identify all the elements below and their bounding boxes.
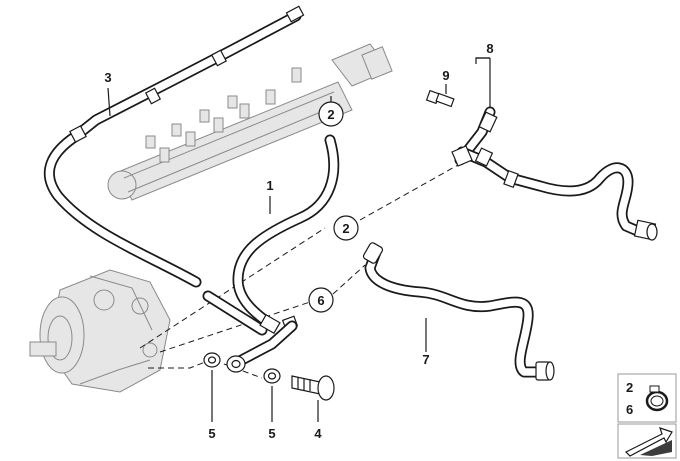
callout-5-left: 5 bbox=[208, 426, 215, 441]
callout-2-upper: 2 bbox=[318, 101, 344, 127]
legend-label-top: 2 bbox=[626, 380, 633, 395]
part-1-fuel-hose bbox=[202, 134, 340, 373]
direction-arrow-box bbox=[617, 423, 677, 459]
callout-3: 3 bbox=[104, 70, 111, 85]
callout-2-upper-label: 2 bbox=[327, 107, 334, 122]
fuel-rail bbox=[107, 43, 393, 201]
callout-2-mid: 2 bbox=[333, 215, 359, 241]
high-pressure-pump bbox=[29, 269, 171, 393]
callout-7: 7 bbox=[422, 352, 429, 367]
callout-6-label: 6 bbox=[317, 293, 324, 308]
arrow-icon bbox=[624, 427, 673, 457]
legend-clamp-box: 2 6 bbox=[617, 373, 677, 423]
part-3-leak-off-hose bbox=[43, 5, 305, 288]
leader-lines bbox=[139, 96, 459, 379]
part-4-banjo-bolt bbox=[291, 375, 335, 401]
part-5-washer-left bbox=[203, 352, 221, 368]
hose-clamp-icon bbox=[645, 385, 669, 412]
part-7-return-hose bbox=[362, 242, 555, 381]
part-8-fuel-line bbox=[451, 106, 658, 241]
callout-2-mid-label: 2 bbox=[342, 221, 349, 236]
part-5-washer-right bbox=[263, 368, 281, 384]
callout-1: 1 bbox=[266, 178, 273, 193]
callout-leaders bbox=[107, 57, 491, 422]
callout-6: 6 bbox=[308, 287, 334, 313]
callout-4: 4 bbox=[314, 426, 322, 441]
callout-8: 8 bbox=[486, 41, 493, 56]
part-9-screw bbox=[425, 89, 455, 108]
callout-5-right: 5 bbox=[268, 426, 275, 441]
callout-9: 9 bbox=[442, 68, 449, 83]
legend-label-bottom: 6 bbox=[626, 402, 633, 417]
